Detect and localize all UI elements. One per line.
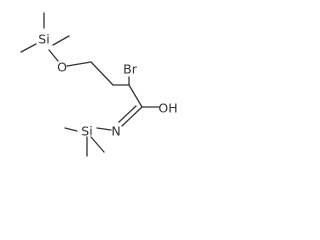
bonds [20,12,160,157]
bond-o-ch2 [66,61,92,67]
atom-label-si-top: Si [38,32,49,47]
atom-label-si-bottom: Si [81,124,92,139]
bond-n-si-bottom [96,127,112,131]
bond-si-bottom-methyl-down-right [90,136,105,153]
atom-label-n: N [111,124,120,139]
bond-chbr-c-amide [128,84,143,108]
bond-c-n-b [118,105,137,123]
bond-si-top-o [48,49,59,62]
atom-label-oh: OH [158,101,177,116]
atom-label-o-ether: O [57,60,67,75]
bond-si-top-methyl-right [52,35,70,46]
atom-label-br: Br [123,62,138,77]
molecule-diagram: Si O Br OH N Si [20,12,178,157]
bond-si-top-methyl-left [20,43,37,53]
bond-c-n-a [121,106,143,127]
bond-si-bottom-methyl-left [64,127,78,132]
atom-labels: Si O Br OH N Si [38,32,177,139]
bond-ch2-ch2 [90,61,114,86]
